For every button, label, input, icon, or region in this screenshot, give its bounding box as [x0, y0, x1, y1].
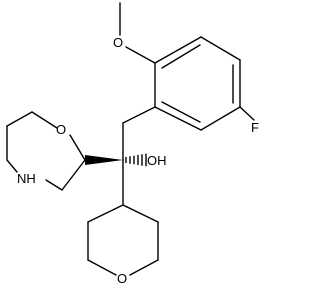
bond-morph-c6-c5	[6, 111, 33, 127]
bond-morpholine-wedge	[85, 155, 123, 165]
bond-morph-o-c6	[31, 111, 58, 129]
atom-hydroxyl: OH	[147, 153, 167, 168]
bond-oxane-o-c6	[87, 259, 117, 276]
bond-oxane-c4-c3	[122, 204, 159, 223]
atom-methoxy-oxygen: O	[113, 35, 123, 50]
bond-ring-c4-c5	[200, 106, 241, 131]
bond-morph-n-c3	[45, 179, 63, 191]
bond-hydroxyl-hash	[125, 153, 147, 167]
chemical-structure: O F O NH OH O	[6, 2, 259, 286]
bond-ring-ch2	[122, 106, 156, 124]
bond-ring-fluorine	[239, 106, 255, 121]
atom-morpholine-nh: NH	[17, 171, 36, 186]
bond-ring-double-3	[161, 101, 201, 123]
bond-morph-c4-n	[6, 159, 18, 173]
bond-methoxy-o-ring	[125, 46, 156, 64]
bond-oxane-c2-o	[129, 259, 159, 276]
atom-fluorine: F	[251, 120, 259, 135]
bond-oxane-c5-c4	[87, 204, 124, 223]
atom-morpholine-oxygen: O	[56, 122, 66, 137]
bond-ring-double-1	[161, 44, 201, 69]
bond-ring-c5-c6	[154, 106, 202, 131]
atom-oxane-oxygen: O	[117, 271, 127, 286]
bond-morph-c2-o	[69, 134, 86, 161]
bond-morph-c3-c2	[61, 159, 86, 191]
bond-ring-c1-c2	[154, 36, 202, 64]
bond-ring-c2-c3	[200, 36, 241, 61]
